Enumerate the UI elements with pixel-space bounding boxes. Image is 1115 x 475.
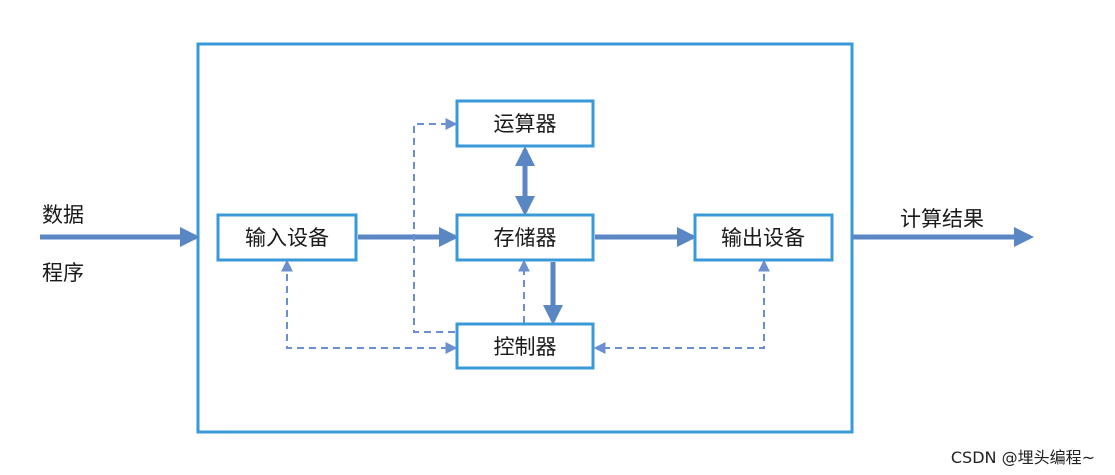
output-controller-dashed — [593, 259, 770, 354]
memory-label: 存储器 — [494, 226, 557, 250]
input-device-label: 输入设备 — [245, 226, 329, 250]
watermark-text: CSDN @埋头编程~ — [951, 448, 1095, 467]
alu-label: 运算器 — [494, 112, 557, 136]
controller-to-alu-dashed — [413, 118, 458, 333]
alu-node: 运算器 — [455, 99, 595, 148]
memory-node: 存储器 — [455, 213, 595, 262]
input-data-label: 数据 — [42, 203, 84, 227]
input-device-node: 输入设备 — [216, 213, 358, 262]
output-device-node: 输出设备 — [693, 213, 834, 262]
input-program-label: 程序 — [42, 261, 84, 285]
controller-label: 控制器 — [494, 335, 557, 359]
output-device-label: 输出设备 — [721, 226, 805, 250]
output-result-label: 计算结果 — [900, 207, 984, 231]
input-controller-dashed — [281, 259, 458, 354]
controller-node: 控制器 — [455, 322, 595, 370]
